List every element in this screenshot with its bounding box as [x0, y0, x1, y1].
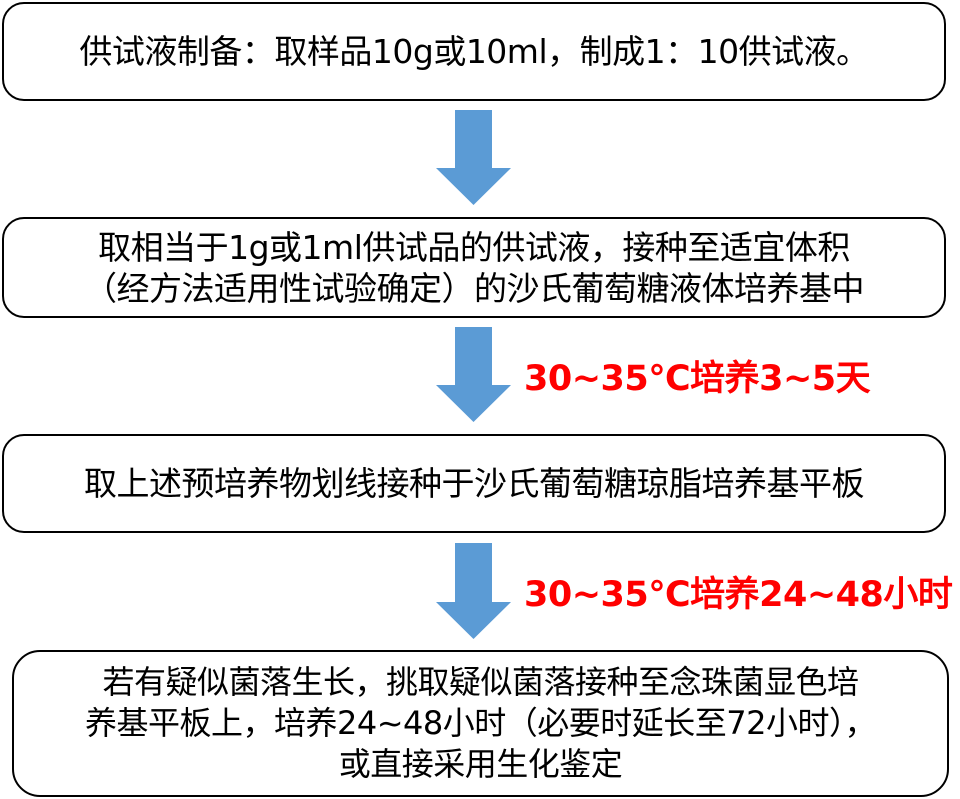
- step-1-text: 供试液制备：取样品10g或10ml，制成1：10供试液。: [79, 31, 869, 72]
- step-4-box: 若有疑似菌落生长，挑取疑似菌落接种至念珠菌显色培 养基平板上，培养24~48小时…: [12, 650, 949, 797]
- step-1-line-1: 供试液制备：取样品10g或10ml，制成1：10供试液。: [79, 32, 869, 71]
- down-arrow-icon: [436, 543, 512, 640]
- step-4-text: 若有疑似菌落生长，挑取疑似菌落接种至念珠菌显色培 养基平板上，培养24~48小时…: [85, 662, 876, 785]
- incubation-condition-label: 30~35℃培养24~48小时: [524, 575, 953, 615]
- step-3-box: 取上述预培养物划线接种于沙氏葡萄糖琼脂培养基平板: [2, 434, 946, 533]
- step-2-line-2: （经方法适用性试验确定）的沙氏葡萄糖液体培养基中: [84, 268, 865, 308]
- incubation-condition-label: 30~35℃培养3~5天: [524, 359, 871, 399]
- step-4-line-2: 养基平板上，培养24~48小时（必要时延长至72小时），: [85, 704, 876, 742]
- step-4-line-1: 若有疑似菌落生长，挑取疑似菌落接种至念珠菌显色培: [102, 663, 859, 701]
- step-4-line-3: 或直接采用生化鉴定: [338, 745, 623, 783]
- step-2-box: 取相当于1g或1ml供试品的供试液，接种至适宜体积 （经方法适用性试验确定）的沙…: [2, 217, 946, 318]
- step-3-text: 取上述预培养物划线接种于沙氏葡萄糖琼脂培养基平板: [84, 463, 865, 504]
- step-2-text: 取相当于1g或1ml供试品的供试液，接种至适宜体积 （经方法适用性试验确定）的沙…: [84, 227, 865, 309]
- step-1-box: 供试液制备：取样品10g或10ml，制成1：10供试液。: [2, 2, 946, 101]
- step-3-line-1: 取上述预培养物划线接种于沙氏葡萄糖琼脂培养基平板: [84, 464, 865, 503]
- step-2-line-1: 取相当于1g或1ml供试品的供试液，接种至适宜体积: [98, 227, 850, 267]
- down-arrow-icon: [436, 327, 512, 423]
- down-arrow-icon: [436, 110, 512, 206]
